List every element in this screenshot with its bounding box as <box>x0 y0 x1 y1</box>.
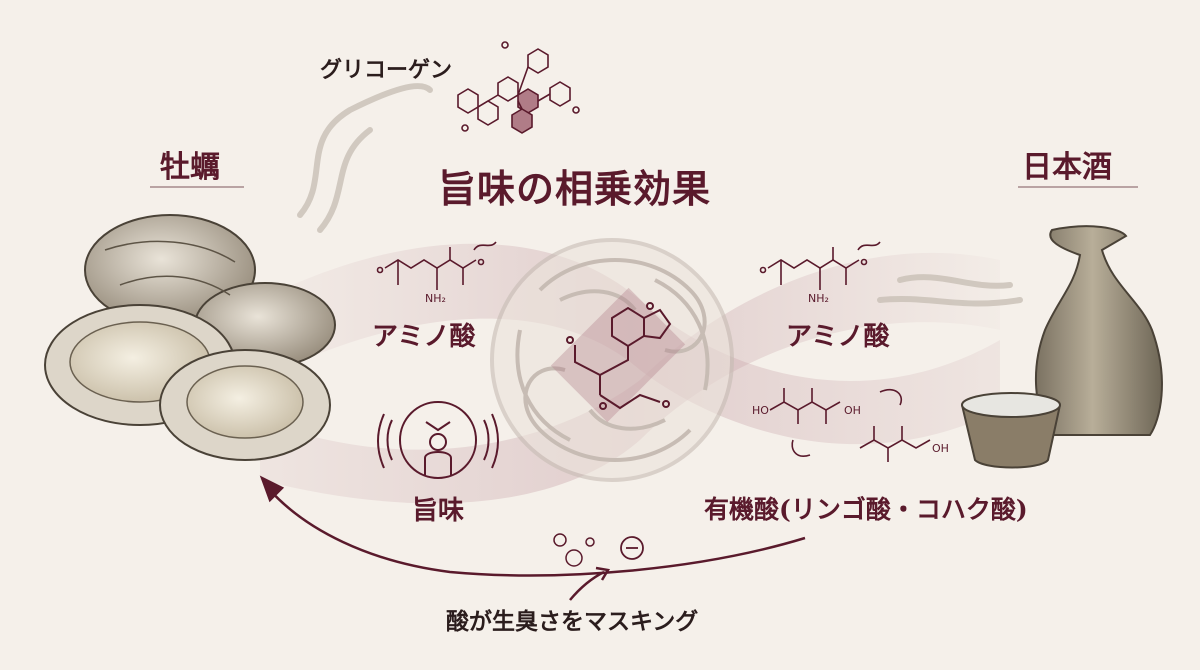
acid-oh-text: OH <box>844 404 861 417</box>
masking-label: 酸が生臭さをマスキング <box>446 608 699 635</box>
oyster-label-rule <box>150 186 244 188</box>
amino-acid-molecule-left <box>376 241 497 290</box>
glycogen-label: グリコーゲン <box>320 57 453 83</box>
aroma-smoke <box>297 83 1023 307</box>
amino-right-nh2-text: NH₂ <box>808 292 829 305</box>
organic-acids-label: 有機酸(リンゴ酸・コハク酸) <box>704 495 1028 524</box>
sake-illustration <box>960 225 1163 469</box>
umami-taste-icon <box>377 401 499 479</box>
amino-acid-molecule-right <box>759 241 881 290</box>
glycogen-molecule-icon <box>457 41 580 134</box>
umami-label: 旨味 <box>412 496 465 526</box>
oyster-label: 牡蠣 <box>160 150 220 185</box>
synergy-swirl <box>490 238 734 482</box>
organic-acid-molecules <box>769 388 931 462</box>
amino-acid-label-left: アミノ酸 <box>372 322 476 352</box>
amino-acid-label-right: アミノ酸 <box>786 322 890 352</box>
amino-left-nh2-text: NH₂ <box>425 292 446 305</box>
acid-oh-text-2: OH <box>932 442 949 455</box>
sake-label-rule <box>1018 186 1138 188</box>
oyster-illustration <box>44 214 336 461</box>
central-molecule-icon <box>566 302 672 410</box>
masking-arrow <box>259 475 806 601</box>
acid-ho-text: HO <box>752 404 769 417</box>
sake-label: 日本酒 <box>1022 150 1112 185</box>
diagram-title: 旨味の相乗効果 <box>438 166 712 211</box>
